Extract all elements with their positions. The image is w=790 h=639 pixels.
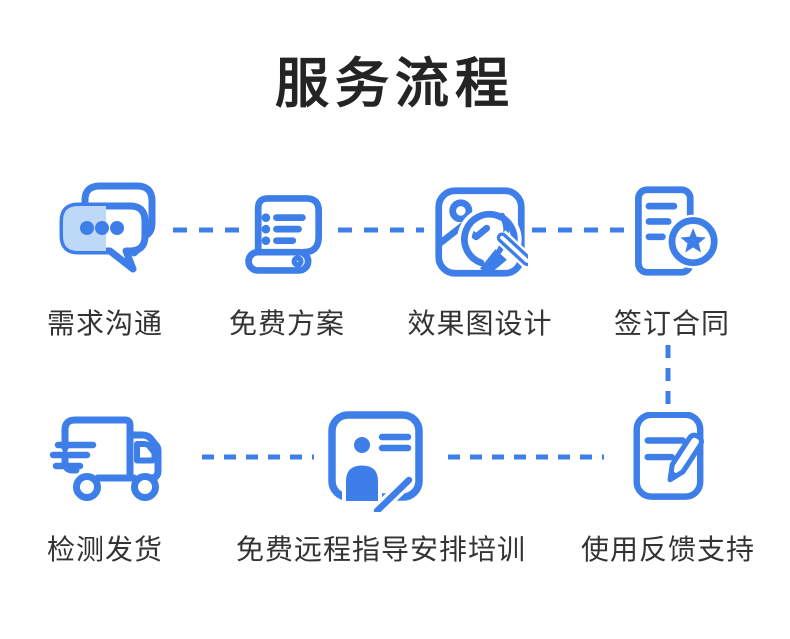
step-rendering-design — [432, 184, 528, 280]
step-contract-signing — [624, 184, 720, 280]
chat-bubbles-icon — [59, 182, 156, 273]
step-label: 免费远程指导安排培训 — [235, 534, 526, 565]
step-remote-training — [325, 408, 425, 512]
step-feedback-support — [622, 412, 714, 504]
step-label: 检测发货 — [46, 534, 163, 565]
delivery-truck-icon — [49, 416, 162, 501]
step-label: 需求沟通 — [46, 308, 163, 339]
image-paintbrush-icon — [435, 187, 528, 277]
step-label: 效果图设计 — [407, 308, 553, 339]
scroll-plan-icon — [245, 195, 323, 274]
step-label: 签订合同 — [613, 308, 730, 339]
remote-training-icon — [328, 411, 423, 512]
page-title: 服务流程 — [275, 54, 515, 114]
step-free-proposal — [239, 185, 335, 281]
step-inspection-shipping — [45, 408, 165, 508]
step-requirement-communication — [48, 178, 160, 278]
step-label: 使用反馈支持 — [580, 534, 755, 565]
feedback-pencil-icon — [633, 412, 704, 500]
contract-star-icon — [635, 186, 720, 276]
step-label: 免费方案 — [228, 308, 345, 339]
